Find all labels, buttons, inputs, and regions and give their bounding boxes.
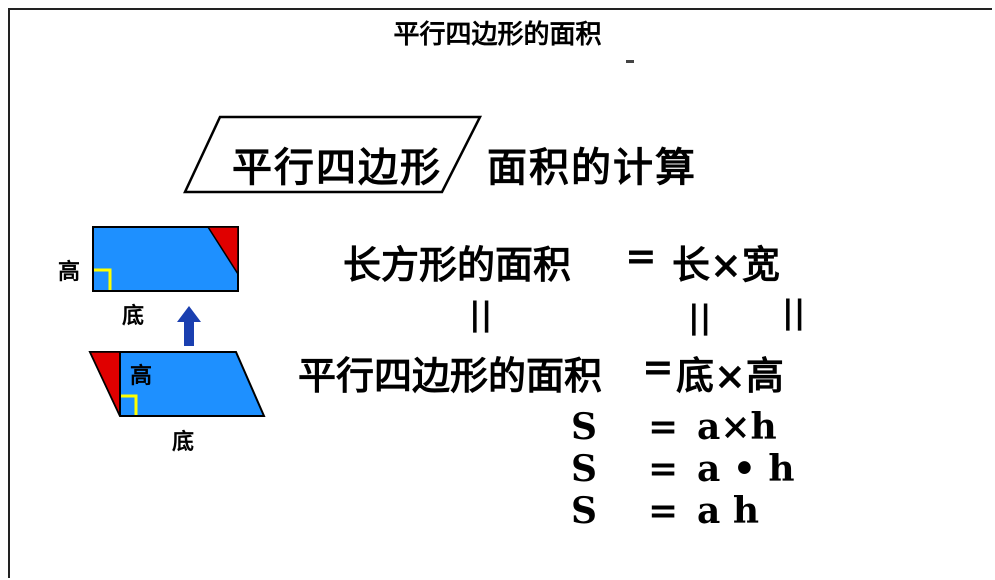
rect-area-label: 长方形的面积 [343, 243, 572, 287]
row1-equals: = [625, 234, 657, 278]
moved-triangle [206, 226, 239, 277]
equal-mark-3: || [782, 293, 806, 331]
para-base-label: 底 [172, 430, 195, 455]
title-dash-mark [626, 60, 634, 63]
formula-2-rhs: a • h [697, 448, 795, 490]
banner-tail-label: 面积的计算 [487, 145, 697, 191]
rectangle-figure [92, 226, 239, 292]
rect-base-label: 底 [122, 304, 145, 329]
equal-mark-2: || [688, 298, 712, 336]
formula-3-lhs: S [571, 490, 597, 532]
banner-parallelogram-outline [183, 115, 483, 194]
formula-3-eq: = [648, 490, 679, 532]
page-title: 平行四边形的面积 [393, 20, 602, 50]
parallelogram-figure [88, 351, 266, 417]
row3-equals: = [642, 345, 674, 389]
formula-1-lhs: S [571, 406, 597, 448]
para-height-label: 高 [130, 364, 153, 389]
rect-area-formula: 长×宽 [672, 243, 780, 287]
formula-2-lhs: S [571, 448, 597, 490]
para-area-formula: 底×高 [676, 354, 784, 398]
formula-1-rhs: a×h [697, 406, 777, 448]
right-angle-mark [121, 394, 138, 415]
slide-frame [8, 8, 992, 578]
formula-2-eq: = [648, 448, 679, 490]
banner-boxed-label: 平行四边形 [232, 145, 442, 191]
up-arrow-icon [177, 306, 201, 346]
cut-triangle [88, 351, 121, 417]
formula-1-eq: = [648, 406, 679, 448]
rect-height-label: 高 [58, 260, 81, 285]
formula-3-rhs: a h [697, 490, 760, 532]
equal-mark-1: || [469, 295, 493, 333]
para-area-label: 平行四边形的面积 [298, 354, 603, 398]
right-angle-mark [94, 268, 112, 290]
